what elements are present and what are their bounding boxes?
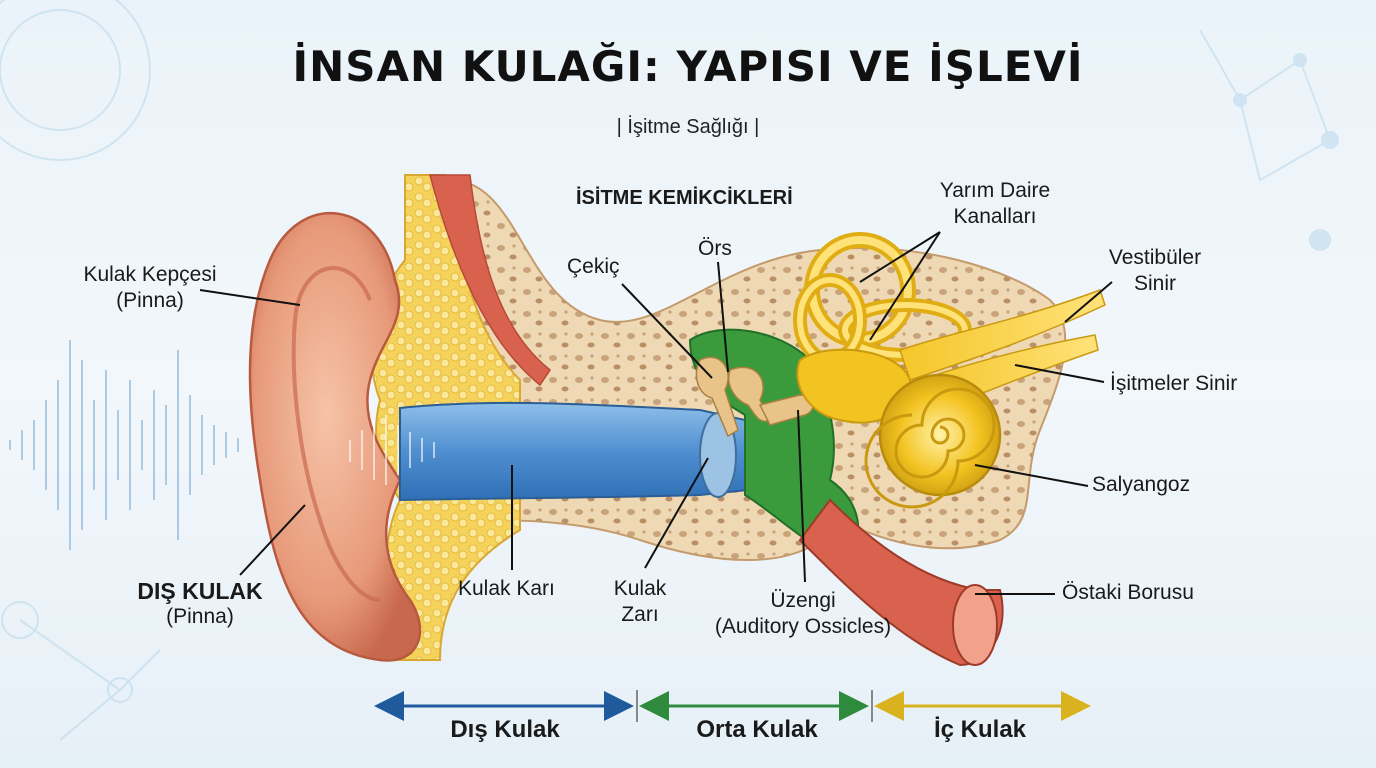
pinna	[248, 211, 422, 662]
eustachian-label: Östaki Borusu	[1062, 581, 1194, 604]
eustachian-opening	[952, 584, 998, 666]
cochlea-label: Salyangoz	[1092, 473, 1191, 496]
ear-canal	[399, 401, 750, 502]
vestibular-nerve	[899, 289, 1106, 381]
semicircular-canals-label: Yarım Daire Kanalları	[905, 178, 1085, 230]
pinna-label-line1: Kulak Kepçesi	[83, 263, 217, 286]
page-subtitle: | İşitme Sağlığı |	[616, 116, 760, 138]
outer-ear-label: DIŞ KULAK (Pinna)	[110, 578, 290, 630]
eardrum-label-line2: Zarı	[621, 603, 659, 626]
section-inner-ear: İç Kulak	[933, 716, 1027, 743]
leader-lines	[199, 231, 1113, 595]
section-middle-ear: Orta Kulak	[696, 716, 818, 743]
pinna-label-line2: (Pinna)	[116, 289, 184, 312]
stirrup-label-line2: (Auditory Ossicles)	[714, 615, 892, 638]
stirrup-label: Üzengi (Auditory Ossicles)	[700, 588, 906, 640]
stirrup-label-line1: Üzengi	[770, 589, 836, 612]
vestibular-label-line2: Sinir	[1133, 272, 1176, 295]
eardrum-label: Kulak Zarı	[590, 576, 690, 628]
skin-layer	[429, 174, 552, 387]
vestibular-label-line1: Vestibüler	[1108, 246, 1202, 269]
sound-wave	[9, 340, 239, 550]
canals-label-line1: Yarım Daire	[939, 179, 1051, 202]
hammer-bone	[695, 356, 739, 438]
page-title: İNSAN KULAĞI: YAPISI VE İŞLEVİ	[292, 42, 1084, 91]
eardrum-label-line1: Kulak	[613, 577, 667, 600]
pinna-fold	[291, 266, 381, 602]
anvil-label: Örs	[698, 237, 732, 260]
background-decoration	[0, 0, 1339, 741]
canal-sound-wave	[349, 415, 435, 485]
section-outer-ear: Dış Kulak	[450, 716, 560, 743]
outer-ear-label-line1: DIŞ KULAK	[137, 578, 263, 604]
pinna-label: Kulak Kepçesi (Pinna)	[60, 262, 240, 314]
anvil-bone	[728, 366, 772, 422]
vestibular-nerve-label: Vestibüler Sinir	[1085, 245, 1225, 297]
hammer-label: Çekiç	[567, 255, 620, 278]
ossicles-heading: İSİTME KEMİKCİKLERİ	[576, 187, 793, 209]
auditory-nerve-label: İşitmeler Sinir	[1110, 372, 1238, 395]
cochlea	[864, 373, 1002, 509]
outer-ear-label-line2: (Pinna)	[166, 605, 234, 628]
earwax-label: Kulak Karı	[458, 577, 555, 600]
canals-label-line2: Kanalları	[953, 205, 1037, 228]
